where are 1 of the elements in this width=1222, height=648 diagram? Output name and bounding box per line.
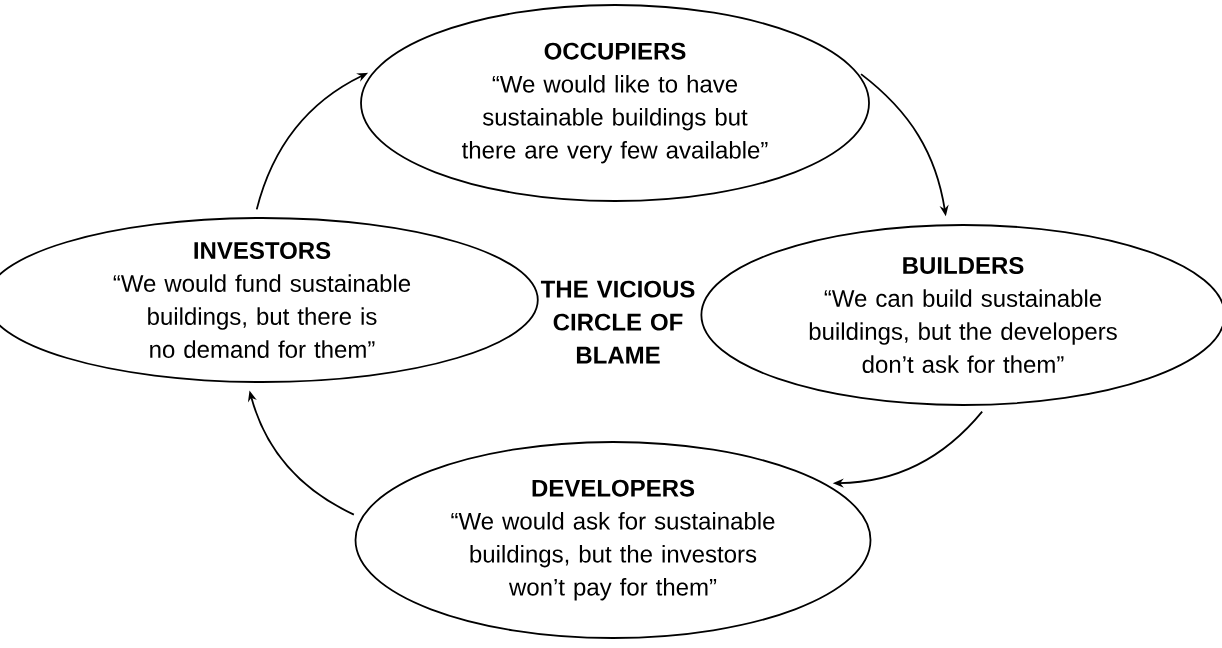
center-title: THE VICIOUS CIRCLE OF BLAME: [540, 280, 695, 364]
